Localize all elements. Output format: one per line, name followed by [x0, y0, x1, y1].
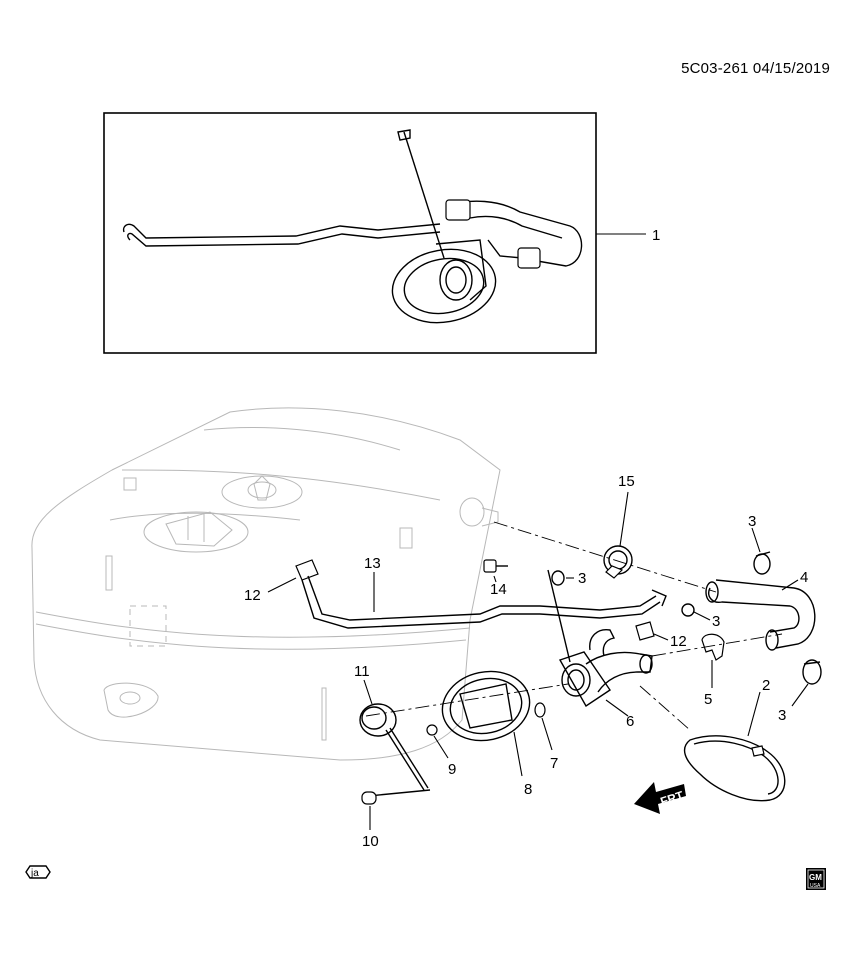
part-5-clamp	[701, 633, 725, 661]
leader-2	[747, 691, 761, 737]
inset-tether	[403, 131, 445, 259]
leader-3a	[751, 527, 761, 553]
callout-12-a: 12	[670, 633, 687, 650]
callout-5: 5	[704, 691, 712, 708]
gm-logo-subtext: USA	[810, 883, 821, 889]
part-9-nut	[426, 724, 438, 736]
gm-logo-text: GM	[809, 873, 822, 882]
centerline-d	[639, 685, 691, 731]
callout-14: 14	[490, 581, 507, 598]
leader-3b	[791, 683, 809, 707]
part-8-bezel	[441, 670, 531, 742]
part-15-clamp	[603, 545, 633, 579]
callout-4: 4	[800, 569, 808, 586]
leader-6	[605, 699, 629, 717]
part-10-plug	[361, 791, 377, 805]
callout-3-d: 3	[712, 613, 720, 630]
language-badge: ja	[25, 865, 51, 879]
part-11-fuel-cap	[359, 703, 431, 797]
inset-filler-pipe	[447, 200, 583, 267]
leader-12b	[267, 577, 297, 593]
leader-12a	[653, 633, 669, 641]
centerline-b	[651, 633, 783, 657]
gm-logo: GM USA	[806, 868, 826, 890]
callout-8: 8	[524, 781, 532, 798]
part-12-clamp-right	[635, 621, 655, 641]
leader-11	[363, 679, 373, 705]
callout-3-b: 3	[778, 707, 786, 724]
inset-assembly	[103, 112, 597, 354]
callout-15: 15	[618, 473, 635, 490]
part-4-filler-hose	[705, 579, 816, 651]
part-12-clamp-left	[295, 559, 319, 581]
callout-2: 2	[762, 677, 770, 694]
callout-12-b: 12	[244, 587, 261, 604]
leader-7	[541, 717, 553, 751]
fuel-tank-ghost	[31, 407, 501, 761]
callout-7: 7	[550, 755, 558, 772]
centerline-a	[493, 521, 717, 593]
leader-8	[513, 731, 523, 777]
document-code: 5C03-261 04/15/2019	[681, 60, 830, 77]
callout-13: 13	[364, 555, 381, 572]
front-direction-arrow: FRT	[634, 782, 686, 814]
callout-11: 11	[354, 663, 370, 680]
part-3-clamp-mid-right	[681, 603, 695, 617]
inset-clamp-a	[445, 199, 471, 221]
centerline-c	[365, 683, 569, 717]
callout-10: 10	[362, 833, 379, 850]
part-14-bolt	[483, 559, 508, 573]
callout-6: 6	[626, 713, 634, 730]
leader-15	[619, 491, 629, 547]
leader-9	[433, 735, 449, 759]
part-6-filler-pipe	[547, 569, 653, 708]
callout-1: 1	[652, 227, 660, 244]
inset-frame	[103, 112, 597, 354]
leader-14	[493, 575, 497, 583]
leader-3d	[693, 611, 711, 621]
inset-housing-bezel	[391, 248, 497, 324]
inset-vent-tube	[122, 223, 441, 239]
leader-4	[781, 579, 799, 591]
part-7-grommet	[534, 702, 546, 718]
part-3-clamp-bottom-right	[802, 659, 822, 685]
part-3-clamp-mid-left	[551, 570, 565, 586]
callout-3-a: 3	[748, 513, 756, 530]
part-13-vent-tube	[301, 575, 667, 629]
callout-3-c: 3	[578, 570, 586, 587]
part-3-clamp-top-right	[753, 551, 771, 575]
inset-clamp-b	[517, 247, 541, 269]
callout-9: 9	[448, 761, 456, 778]
part-2-tether-ring	[683, 735, 786, 802]
language-badge-text: ja	[30, 868, 39, 879]
